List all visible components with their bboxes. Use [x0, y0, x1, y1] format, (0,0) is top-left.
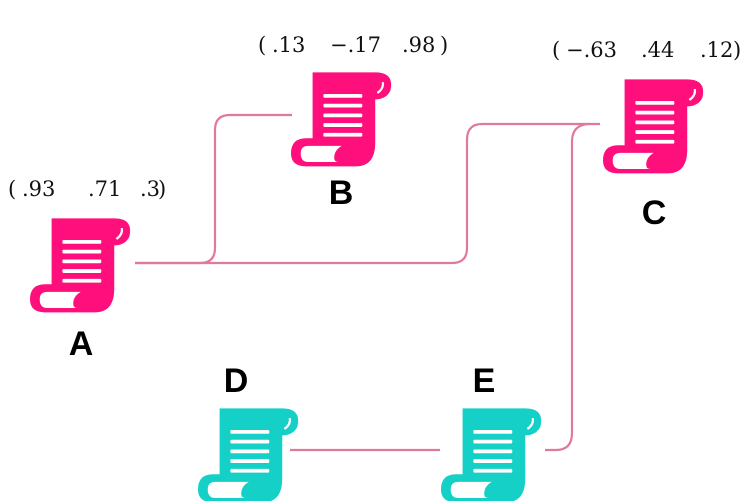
vector-value: .44: [641, 38, 674, 62]
scroll-document-icon: [439, 407, 543, 501]
node-a: A ( .93 .71 .3 ): [8, 177, 166, 363]
node-label-d: D: [224, 362, 249, 400]
node-label-b: B: [329, 174, 354, 212]
node-d: D: [196, 362, 300, 501]
scroll-document-icon: [289, 71, 393, 168]
vector-close-paren: ): [158, 177, 166, 201]
embedding-vector-b: ( .13 −.17 .98 ): [258, 33, 448, 57]
vector-value: .3: [140, 177, 160, 201]
vector-open-paren: (: [258, 33, 266, 57]
vector-value: −.17: [330, 33, 381, 57]
edges: [135, 113, 600, 452]
node-b: B ( .13 −.17 .98 ): [258, 33, 448, 212]
vector-open-paren: (: [552, 38, 560, 62]
embedding-vector-a: ( .93 .71 .3 ): [8, 177, 166, 201]
scroll-document-icon: [28, 217, 132, 314]
scroll-document-icon: [601, 78, 705, 175]
vector-close-paren: ): [440, 33, 448, 57]
edge-a-c: [135, 122, 600, 265]
vector-value: .12: [700, 38, 733, 62]
vector-open-paren: (: [8, 177, 16, 201]
vector-value: .71: [88, 177, 121, 201]
scroll-document-icon: [196, 407, 300, 501]
node-label-c: C: [642, 194, 667, 232]
node-c: C ( −.63 .44 .12 ): [552, 38, 741, 232]
vector-close-paren: ): [733, 38, 741, 62]
vector-value: .13: [272, 33, 305, 57]
vector-value: .98: [402, 33, 435, 57]
node-label-a: A: [69, 325, 94, 363]
node-label-e: E: [473, 362, 496, 400]
vector-value: −.63: [566, 38, 617, 62]
embedding-vector-c: ( −.63 .44 .12 ): [552, 38, 741, 62]
vector-value: .93: [22, 177, 55, 201]
edge-c-e: [545, 122, 591, 452]
node-e: E: [439, 362, 543, 501]
